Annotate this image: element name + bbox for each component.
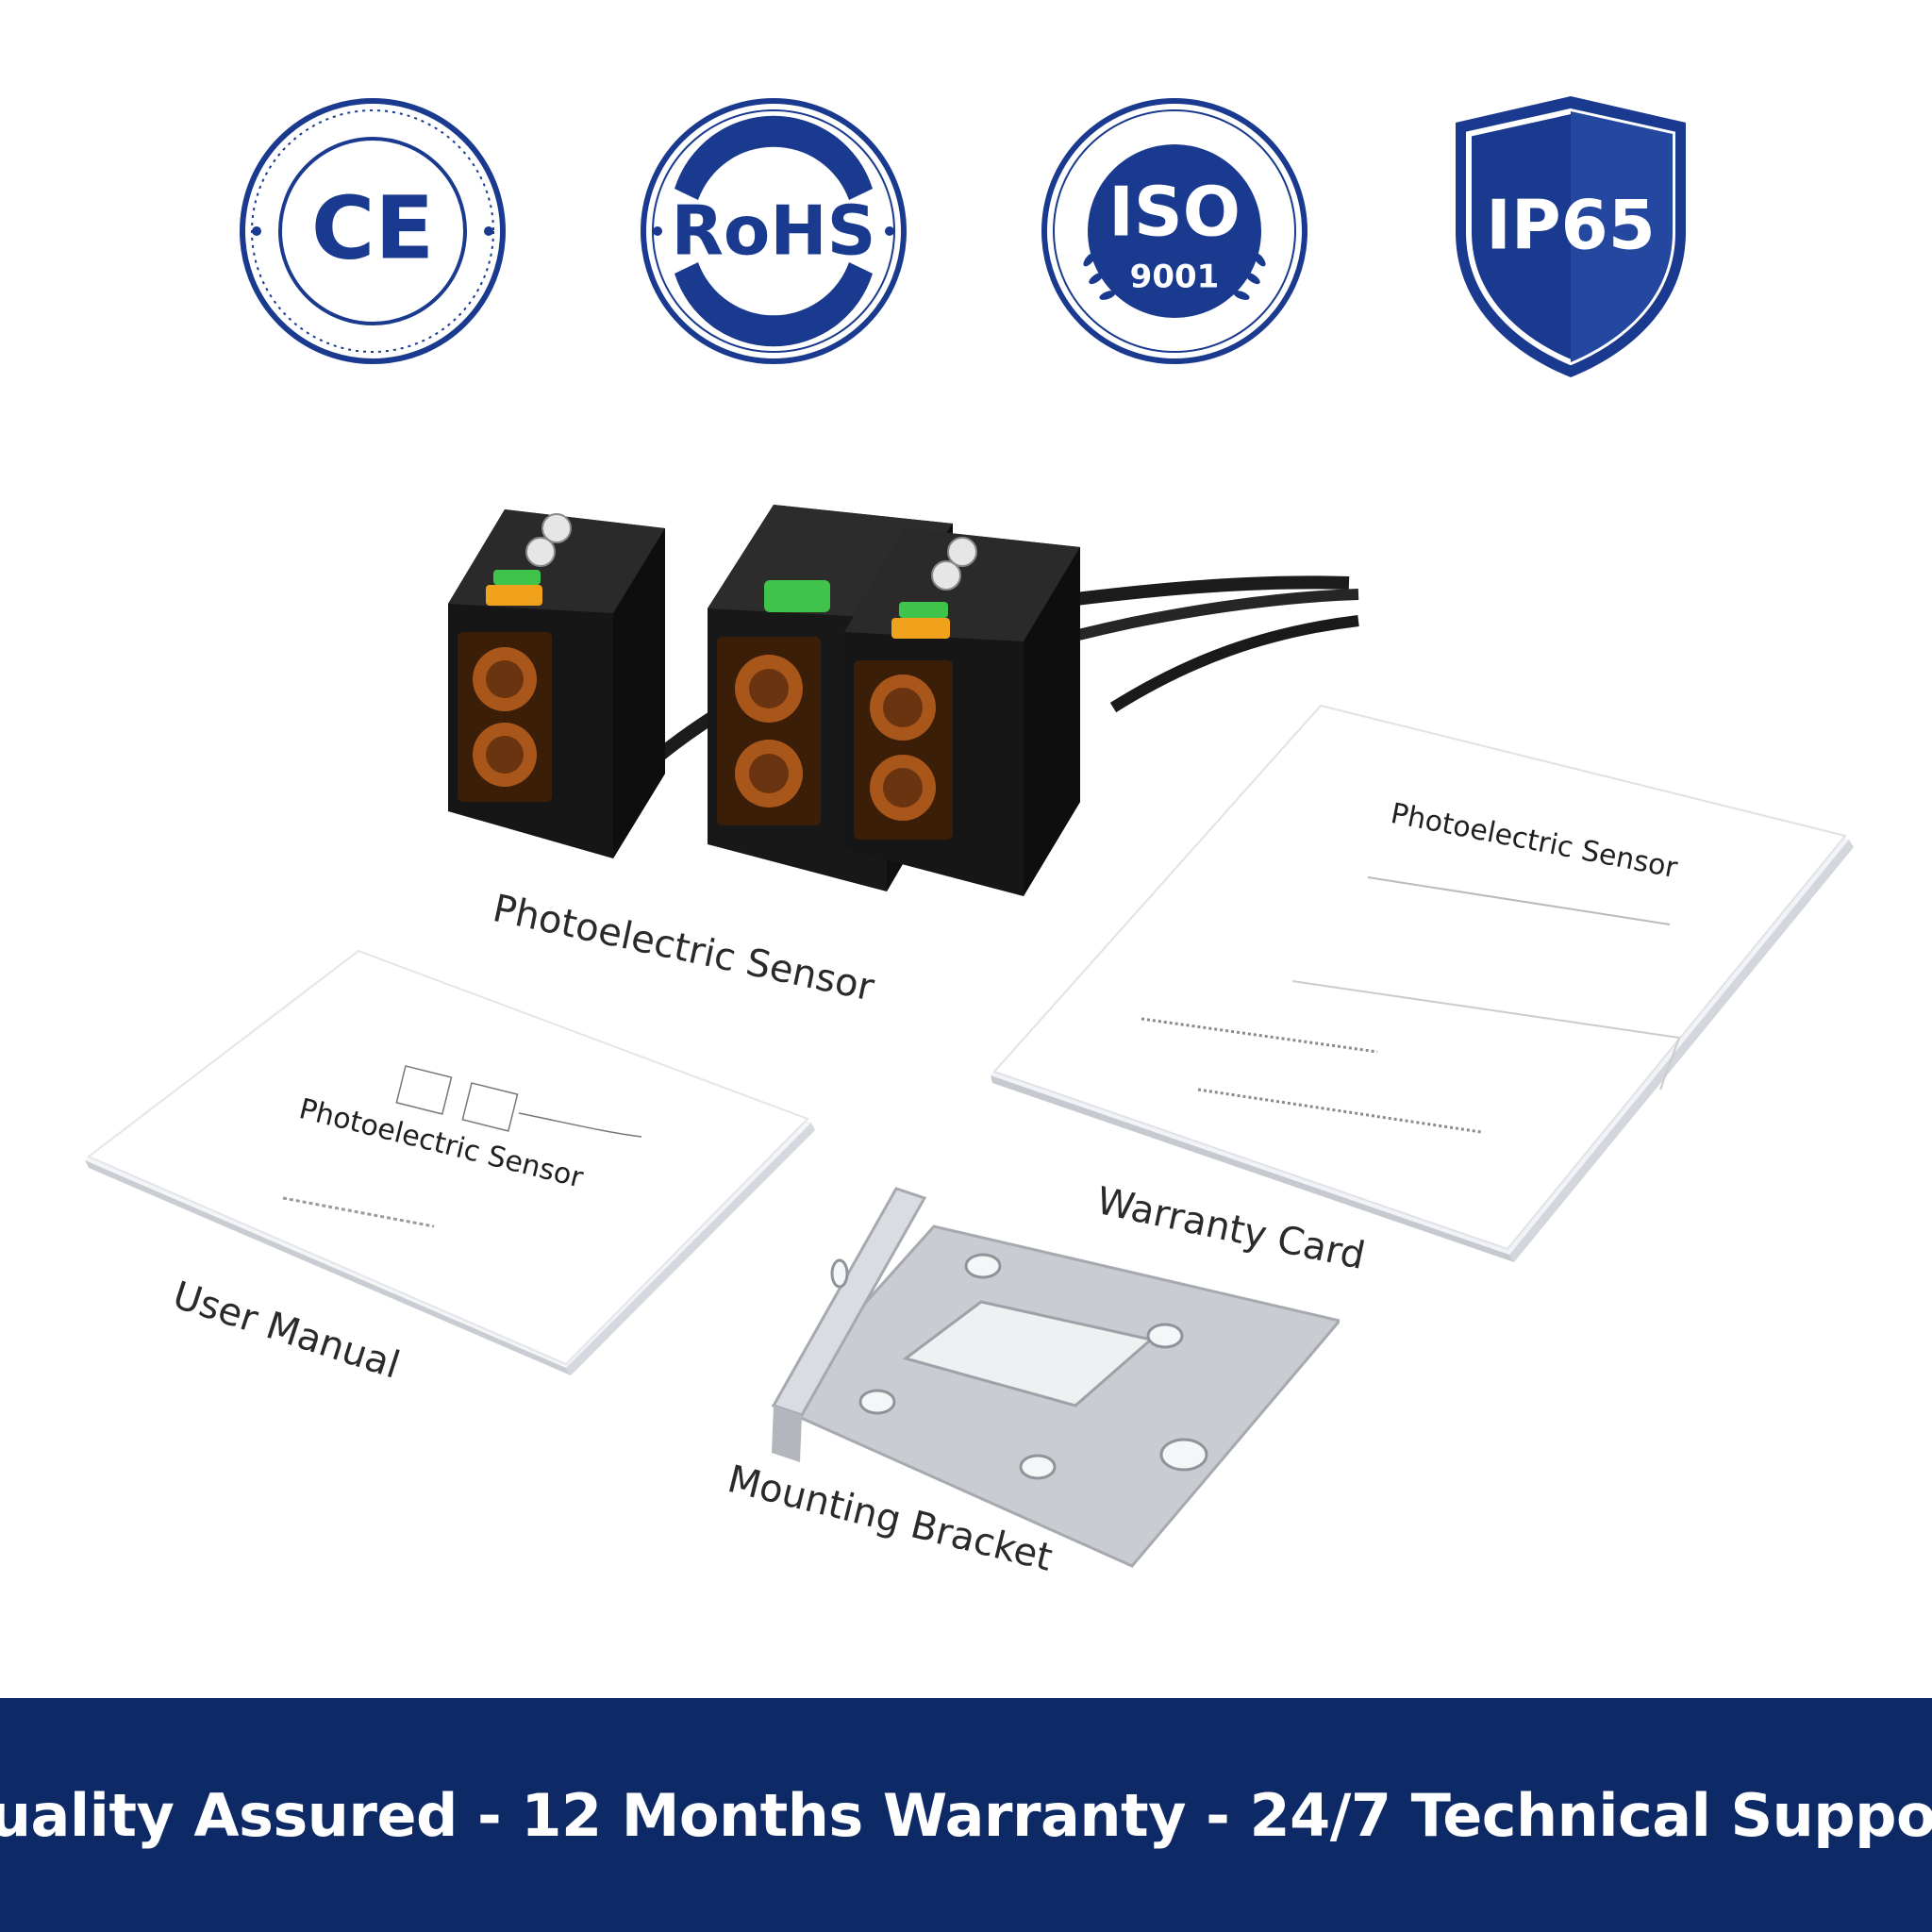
adjust-knob-icon xyxy=(931,560,961,591)
led-green-indicator xyxy=(493,570,541,585)
photoelectric-sensor-1 xyxy=(439,500,675,863)
led-orange-indicator xyxy=(486,585,542,606)
adjust-knob-icon xyxy=(947,537,977,567)
sensor-sketch-icon xyxy=(395,1065,642,1138)
led-green-indicator xyxy=(764,580,830,612)
footer-guarantee-text: Quality Assured - 12 Months Warranty - 2… xyxy=(0,1780,1932,1850)
rohs-label: RoHS xyxy=(671,192,875,271)
adjust-knob-icon xyxy=(525,537,556,567)
photoelectric-sensor-3 xyxy=(835,519,1090,901)
ce-certification-badge: CE xyxy=(236,94,509,368)
iso-certification-badge: ISO 9001 xyxy=(1038,94,1311,368)
ce-label: CE xyxy=(311,177,434,278)
led-orange-indicator xyxy=(891,618,950,639)
laurel-icon xyxy=(1083,252,1266,300)
rohs-certification-badge: RoHS xyxy=(637,94,910,368)
iso-number: 9001 xyxy=(1130,258,1220,296)
iso-label: ISO xyxy=(1108,173,1241,252)
ip65-rating-badge: IP65 xyxy=(1448,91,1693,383)
bracket-hole-icon xyxy=(830,1253,1208,1480)
ip-label: IP65 xyxy=(1486,186,1656,265)
user-manual-booklet xyxy=(75,943,821,1382)
mounting-bracket xyxy=(736,1179,1342,1590)
led-green-indicator xyxy=(899,602,948,618)
warranty-card xyxy=(981,698,1858,1269)
adjust-knob-icon xyxy=(541,513,572,543)
footer-banner: Quality Assured - 12 Months Warranty - 2… xyxy=(0,1698,1932,1932)
